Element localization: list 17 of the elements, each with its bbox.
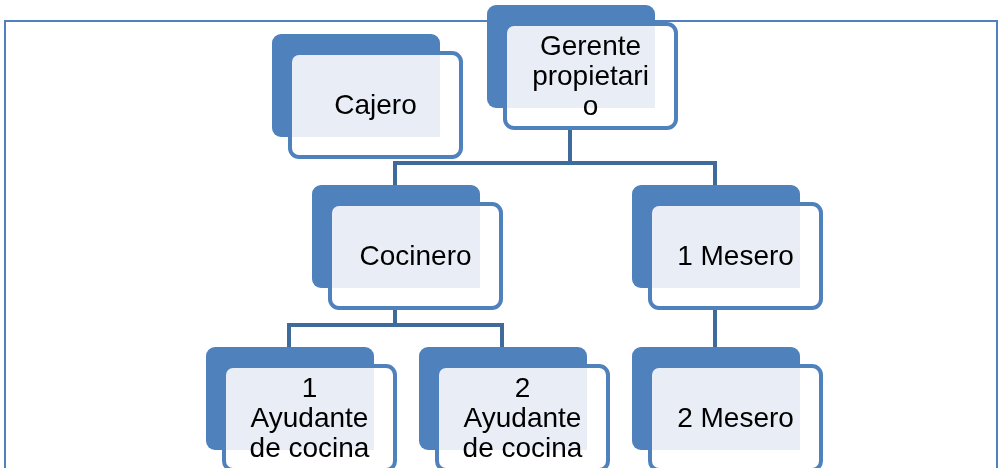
box-label: 1 Ayudante de cocina: [248, 372, 371, 464]
box-label: Cajero: [334, 89, 417, 121]
connector-line: [713, 310, 717, 347]
connector-line: [393, 310, 504, 347]
org-box: [487, 5, 678, 130]
org-box: [632, 347, 823, 468]
org-box: [312, 185, 503, 310]
org-box: [419, 347, 610, 468]
org-box: [206, 347, 397, 468]
box-label: 2 Ayudante de cocina: [461, 372, 584, 464]
org-box: [272, 34, 463, 159]
box-label: Cocinero: [359, 240, 472, 272]
box-label: 2 Mesero: [677, 402, 794, 434]
connector-line: [568, 130, 717, 185]
box-label: Gerente propietario: [531, 30, 650, 122]
org-box: [632, 185, 823, 310]
box-label: 1 Mesero: [677, 240, 794, 272]
